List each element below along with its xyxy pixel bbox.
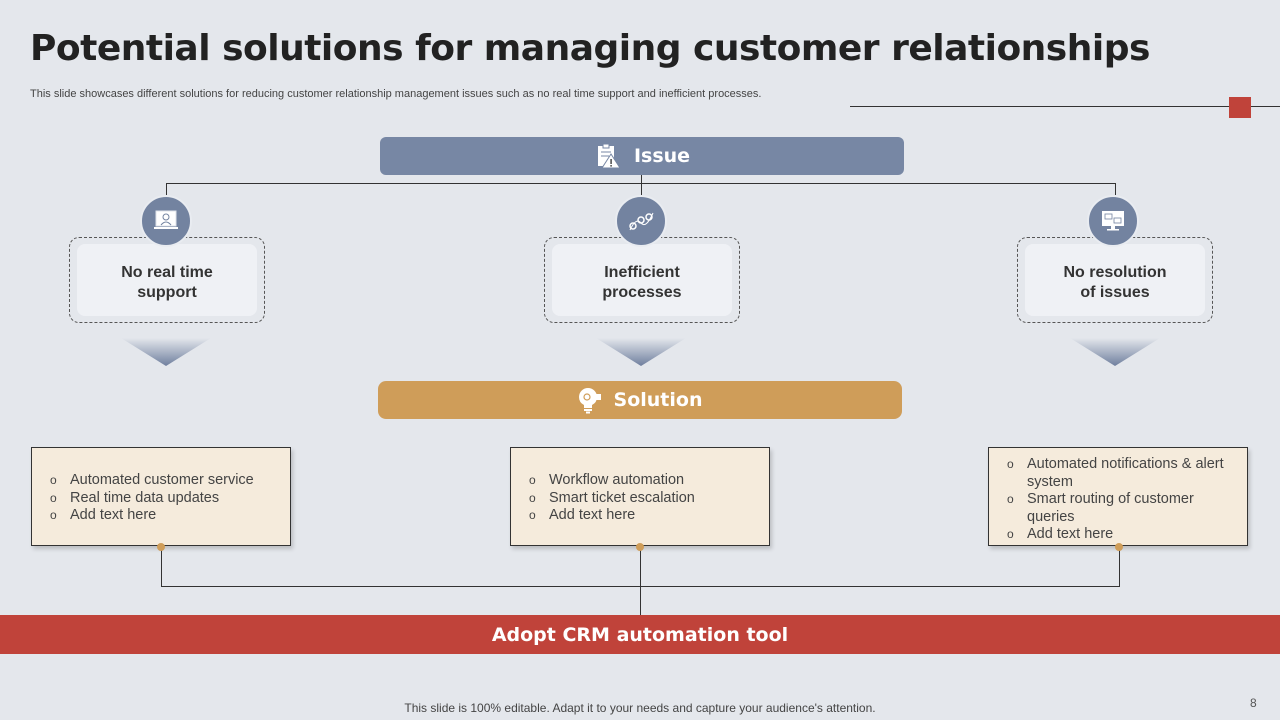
lightbulb-gear-icon <box>578 386 602 414</box>
solution-item: Automated notifications & alert system <box>989 456 1235 491</box>
solution-item: Smart ticket escalation <box>511 490 769 508</box>
conclusion-banner: Adopt CRM automation tool <box>0 615 1280 654</box>
issue-label: Inefficient processes <box>552 244 732 316</box>
solution-connector-horizontal <box>161 586 1120 587</box>
down-chevron-arrow-icon <box>121 338 211 366</box>
solution-item: Add text here <box>32 507 290 525</box>
footer-note: This slide is 100% editable. Adapt it to… <box>404 701 876 715</box>
page-number: 8 <box>1250 696 1257 710</box>
down-chevron-arrow-icon <box>1070 338 1160 366</box>
connector-dot <box>157 543 165 551</box>
solution-connector-right <box>1119 548 1120 586</box>
solution-item: Real time data updates <box>32 490 290 508</box>
solution-box: Automated customer service Real time dat… <box>31 447 291 546</box>
down-chevron-arrow-icon <box>596 338 686 366</box>
solution-connector-left <box>161 548 162 586</box>
solution-list: Automated customer service Real time dat… <box>32 472 290 525</box>
issue-connector-left <box>166 183 167 195</box>
issue-card: No resolution of issues <box>1017 237 1213 323</box>
issue-connector-mid <box>641 183 642 195</box>
slide-title: Potential solutions for managing custome… <box>30 28 1150 69</box>
connector-dot <box>636 543 644 551</box>
solution-item: Automated customer service <box>32 472 290 490</box>
issue-label: No resolution of issues <box>1025 244 1205 316</box>
issue-header: Issue <box>380 137 904 175</box>
clipboard-warning-icon <box>594 142 622 170</box>
solution-item: Smart routing of customer queries <box>989 491 1235 526</box>
issue-card: Inefficient processes <box>544 237 740 323</box>
solution-header-label: Solution <box>613 389 703 411</box>
solution-list: Workflow automation Smart ticket escalat… <box>511 472 769 525</box>
issue-label: No real time support <box>77 244 257 316</box>
issue-connector-vertical <box>641 175 642 184</box>
solution-header: Solution <box>378 381 902 419</box>
laptop-support-agent-icon <box>140 195 192 247</box>
solution-item: Workflow automation <box>511 472 769 490</box>
solution-box: Automated notifications & alert system S… <box>988 447 1248 546</box>
solution-list: Automated notifications & alert system S… <box>989 456 1235 544</box>
monitor-dashboard-icon <box>1087 195 1139 247</box>
solution-connector-mid <box>640 548 641 615</box>
issue-card: No real time support <box>69 237 265 323</box>
gears-workflow-icon <box>615 195 667 247</box>
solution-item: Add text here <box>989 526 1235 544</box>
connector-dot <box>1115 543 1123 551</box>
accent-square <box>1229 97 1251 118</box>
title-divider <box>850 106 1280 107</box>
solution-box: Workflow automation Smart ticket escalat… <box>510 447 770 546</box>
solution-item: Add text here <box>511 507 769 525</box>
issue-connector-right <box>1115 183 1116 195</box>
slide-subtitle: This slide showcases different solutions… <box>30 88 762 100</box>
issue-header-label: Issue <box>633 145 691 167</box>
